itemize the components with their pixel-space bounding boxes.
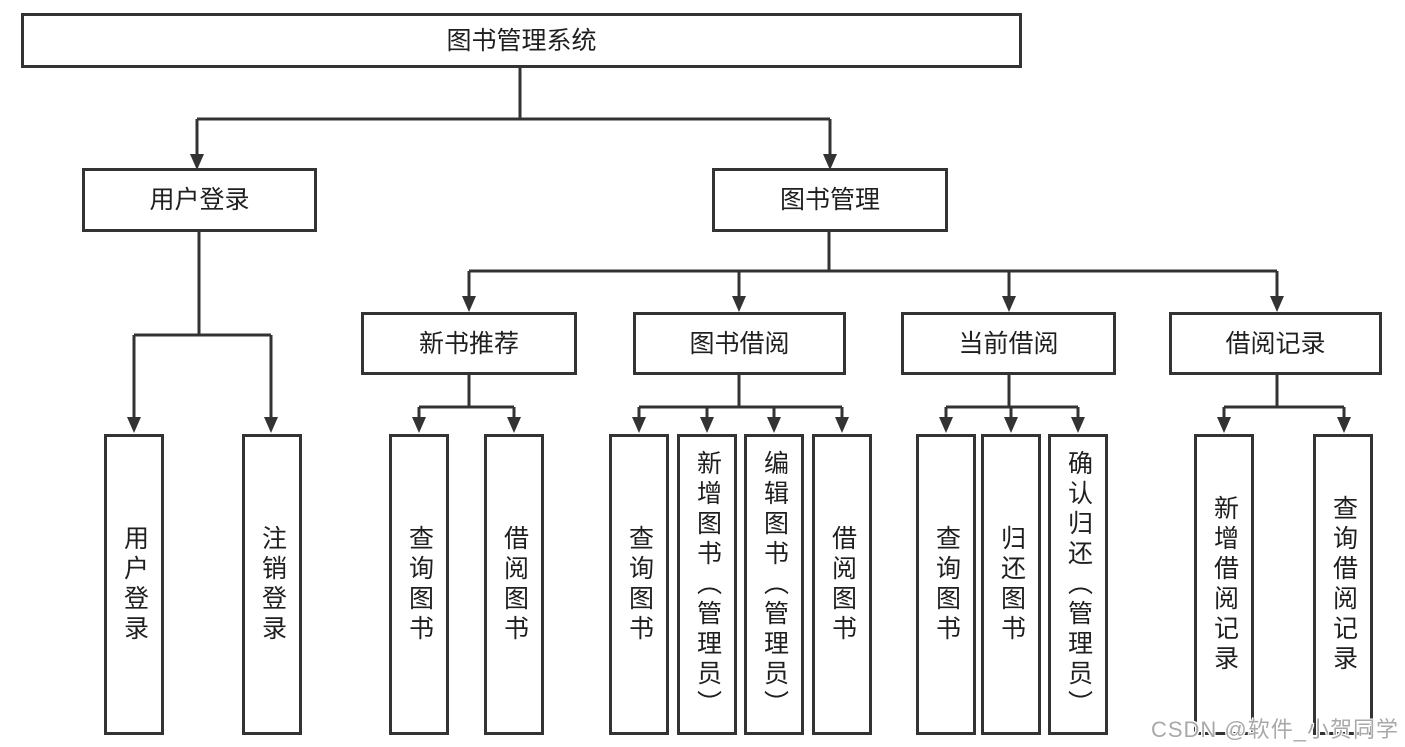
node-leaf-borrow-books: 借阅图书 xyxy=(812,434,872,735)
arrowhead-icon xyxy=(264,417,278,433)
node-leaf-query-books-borrow: 查询图书 xyxy=(609,434,669,735)
connector-line xyxy=(637,375,844,419)
node-leaf-return-book: 归还图书 xyxy=(981,434,1041,735)
arrowhead-icon xyxy=(127,417,141,433)
arrowhead-icon xyxy=(1270,296,1284,312)
node-current-borrow: 当前借阅 xyxy=(901,312,1116,375)
arrowhead-icon xyxy=(1337,417,1351,433)
node-leaf-query-books-recommend: 查询图书 xyxy=(389,434,449,735)
arrowhead-icon xyxy=(412,417,426,433)
arrowhead-icon xyxy=(700,417,714,433)
arrowhead-icon xyxy=(462,296,476,312)
arrowhead-icon xyxy=(823,154,837,170)
node-new-book-recommend: 新书推荐 xyxy=(361,312,577,375)
node-book-borrow: 图书借阅 xyxy=(633,312,846,375)
node-leaf-borrow-books-recommend: 借阅图书 xyxy=(484,434,544,735)
node-book-management: 图书管理 xyxy=(712,168,948,232)
arrowhead-icon xyxy=(939,417,953,433)
arrowhead-icon xyxy=(1002,296,1016,312)
arrowhead-icon xyxy=(1004,417,1018,433)
node-leaf-logout: 注销登录 xyxy=(242,434,302,735)
connector-line xyxy=(417,375,516,419)
node-leaf-confirm-return-admin: 确认归还（管理员） xyxy=(1048,434,1108,735)
node-leaf-edit-book-admin: 编辑图书（管理员） xyxy=(744,434,804,735)
connector-line xyxy=(944,375,1080,419)
connector-borrow-records-to-children xyxy=(1217,375,1351,433)
arrowhead-icon xyxy=(1071,417,1085,433)
connector-current-borrow-to-children xyxy=(939,375,1085,433)
node-leaf-user-login: 用户登录 xyxy=(104,434,164,735)
node-leaf-add-borrow-record: 新增借阅记录 xyxy=(1194,434,1254,735)
arrowhead-icon xyxy=(632,417,646,433)
node-leaf-query-borrow-record: 查询借阅记录 xyxy=(1313,434,1373,735)
node-leaf-add-book-admin: 新增图书（管理员） xyxy=(677,434,737,735)
connector-new-book-recommend-to-children xyxy=(412,375,521,433)
node-root: 图书管理系统 xyxy=(21,13,1022,68)
arrowhead-icon xyxy=(732,296,746,312)
connector-line xyxy=(195,68,832,156)
connector-line xyxy=(467,232,1279,297)
arrowhead-icon xyxy=(507,417,521,433)
connector-book-management-to-level3 xyxy=(462,232,1284,312)
watermark: CSDN @软件_小贺同学 xyxy=(1150,717,1399,742)
arrowhead-icon xyxy=(835,417,849,433)
connector-book-borrow-to-children xyxy=(632,375,849,433)
node-leaf-query-books-current: 查询图书 xyxy=(916,434,976,735)
node-user-login: 用户登录 xyxy=(82,168,317,232)
node-borrow-records: 借阅记录 xyxy=(1169,312,1382,375)
arrowhead-icon xyxy=(767,417,781,433)
arrowhead-icon xyxy=(1217,417,1231,433)
connector-line xyxy=(132,232,273,419)
connector-line xyxy=(1222,375,1346,419)
connector-root-to-level2 xyxy=(190,68,837,170)
connector-user-login-to-children xyxy=(127,232,278,433)
arrowhead-icon xyxy=(190,154,204,170)
